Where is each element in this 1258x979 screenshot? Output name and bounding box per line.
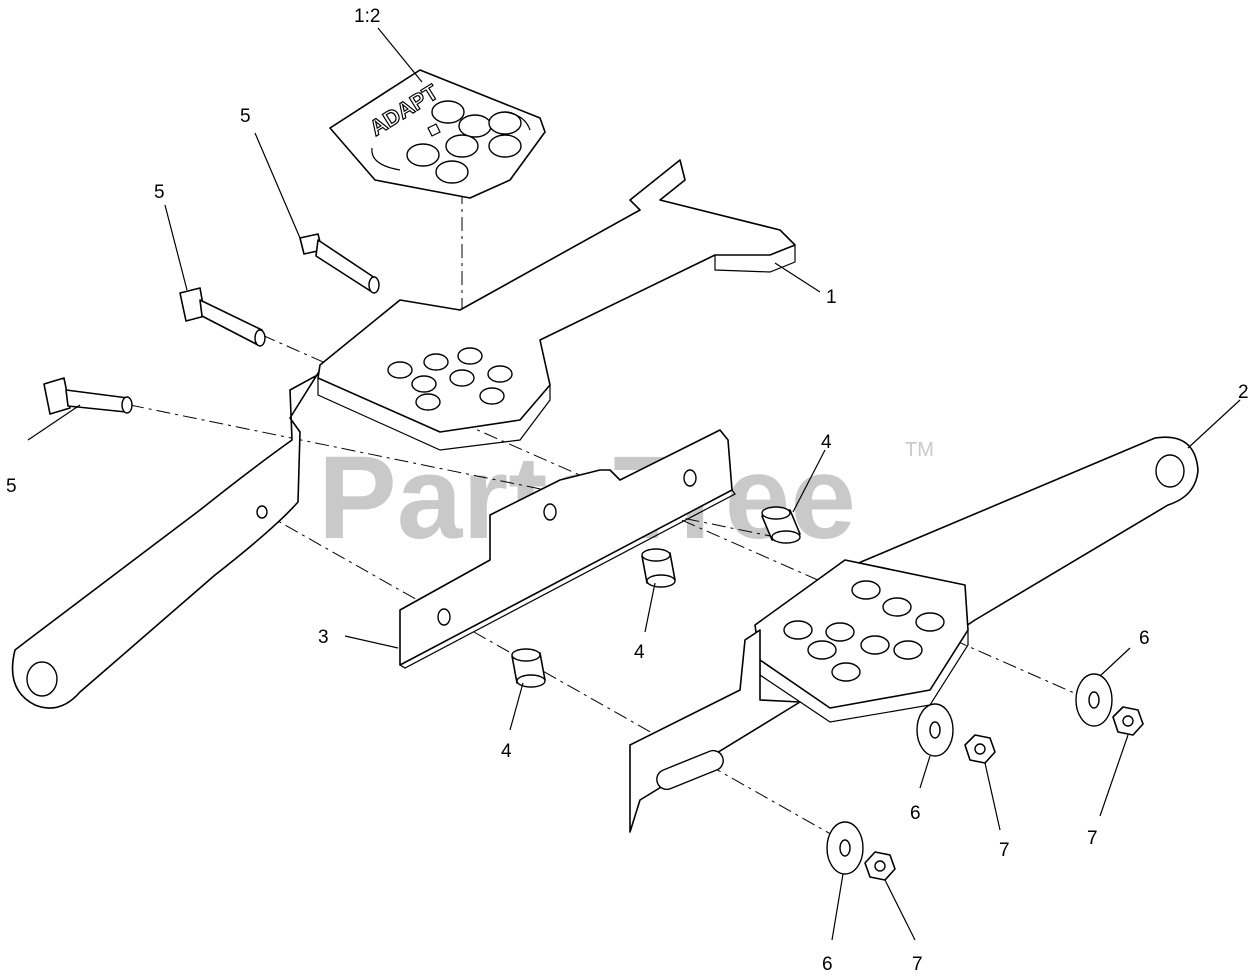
center-plate-hole (437, 608, 451, 626)
right-plate-hole (882, 597, 912, 617)
callout-4-front: 4 (501, 741, 512, 762)
leader-line (774, 262, 821, 293)
right-arm-part (629, 436, 1199, 833)
leader-line (831, 873, 844, 941)
leader-line (984, 762, 1001, 831)
frame-tab-edge (714, 245, 796, 273)
callout-6-right: 6 (1139, 628, 1150, 649)
callout-5-upper: 5 (240, 106, 251, 127)
axis-lower-bolt (261, 511, 851, 846)
center-plate-edge (399, 489, 736, 669)
bolt-lower (43, 377, 133, 415)
left-arm-part (11, 159, 796, 709)
washer-lower (826, 821, 864, 875)
nut-lower (864, 851, 896, 881)
callout-5-middle: 5 (154, 182, 165, 203)
right-plate-hole (807, 640, 837, 660)
decal-circle (406, 143, 440, 167)
callout-7-lower: 7 (912, 954, 923, 975)
decal-outline (329, 69, 546, 199)
right-plate-hole (915, 612, 945, 632)
decal-arrow-icon (504, 111, 531, 131)
nuts (864, 706, 1144, 881)
leader-line (254, 132, 301, 239)
right-plate-hole (860, 635, 890, 655)
callout-6-lower: 6 (822, 954, 833, 975)
left-plate-hole (449, 369, 475, 387)
leader-line (27, 404, 81, 441)
left-footplate-edge (317, 378, 551, 451)
engine-icon (427, 123, 441, 137)
leader-line (884, 879, 916, 941)
spacer-rear (761, 506, 801, 544)
washer-mid (916, 703, 954, 757)
nut-right (1112, 706, 1144, 736)
decal-circle (435, 160, 469, 184)
right-plate-hole (831, 662, 861, 682)
nut-mid (964, 734, 996, 764)
right-plate-hole (825, 622, 855, 642)
center-plate-hole (683, 469, 697, 487)
decal-circle (488, 134, 522, 158)
leader-line (509, 682, 524, 731)
callout-1-2: 1:2 (354, 6, 380, 27)
left-arm-bar (11, 355, 346, 709)
center-plate-hole (543, 503, 557, 521)
center-plate-part (399, 429, 736, 669)
left-plate-hole (487, 365, 513, 383)
decal-circle (458, 114, 492, 138)
right-arm-end-hole (1155, 454, 1185, 488)
leader-line (164, 204, 188, 291)
right-plate-hole (893, 640, 923, 660)
leader-line (377, 27, 423, 83)
callout-1: 1 (826, 287, 837, 308)
callout-3: 3 (318, 627, 329, 648)
leader-line (644, 582, 656, 633)
callout-6-mid: 6 (910, 803, 921, 824)
center-plate (399, 429, 733, 666)
spacer-middle (641, 548, 676, 588)
leader-line (919, 755, 931, 789)
decal-arrow-icon (371, 147, 401, 171)
left-plate-hole (411, 375, 437, 393)
washer-right (1075, 673, 1113, 727)
left-plate-hole (423, 353, 449, 371)
left-plate-hole (415, 393, 441, 411)
leader-line (1099, 647, 1131, 677)
left-arm-end-hole (26, 661, 58, 697)
callout-7-mid: 7 (999, 840, 1010, 861)
bolt-upper (299, 233, 380, 294)
callout-7-right: 7 (1087, 828, 1098, 849)
right-plate-hole (851, 580, 881, 600)
leader-line (344, 635, 399, 649)
spacer-front (511, 648, 546, 688)
left-arm-bolt-hole (256, 505, 268, 519)
right-footplate (754, 559, 969, 709)
callout-2: 2 (1238, 382, 1249, 403)
decal-circle (445, 134, 479, 158)
leader-line (792, 449, 826, 513)
right-plate-hole (783, 620, 813, 640)
leader-line (1099, 734, 1129, 817)
bolts (43, 233, 380, 415)
callout-4-middle: 4 (634, 642, 645, 663)
spacers (511, 506, 801, 688)
callout-labels: 1:2 1 2 3 4 4 4 5 5 5 6 6 6 7 7 7 (6, 6, 1249, 975)
bolt-middle (179, 287, 266, 347)
decal-circle (431, 100, 465, 124)
left-plate-hole (479, 387, 505, 405)
leader-line (1187, 399, 1241, 449)
right-bracket (629, 629, 801, 833)
left-footplate-frame (317, 159, 796, 433)
left-plate-hole (387, 361, 413, 379)
leader-lines (27, 27, 1241, 941)
left-plate-hole (457, 347, 483, 365)
washers (826, 673, 1113, 875)
adapt-decal: ADAPT (329, 69, 546, 199)
callout-5-lower: 5 (6, 476, 17, 497)
callout-4-rear: 4 (821, 432, 832, 453)
right-bracket-slot (656, 749, 724, 791)
watermark-trademark: TM (905, 439, 934, 461)
